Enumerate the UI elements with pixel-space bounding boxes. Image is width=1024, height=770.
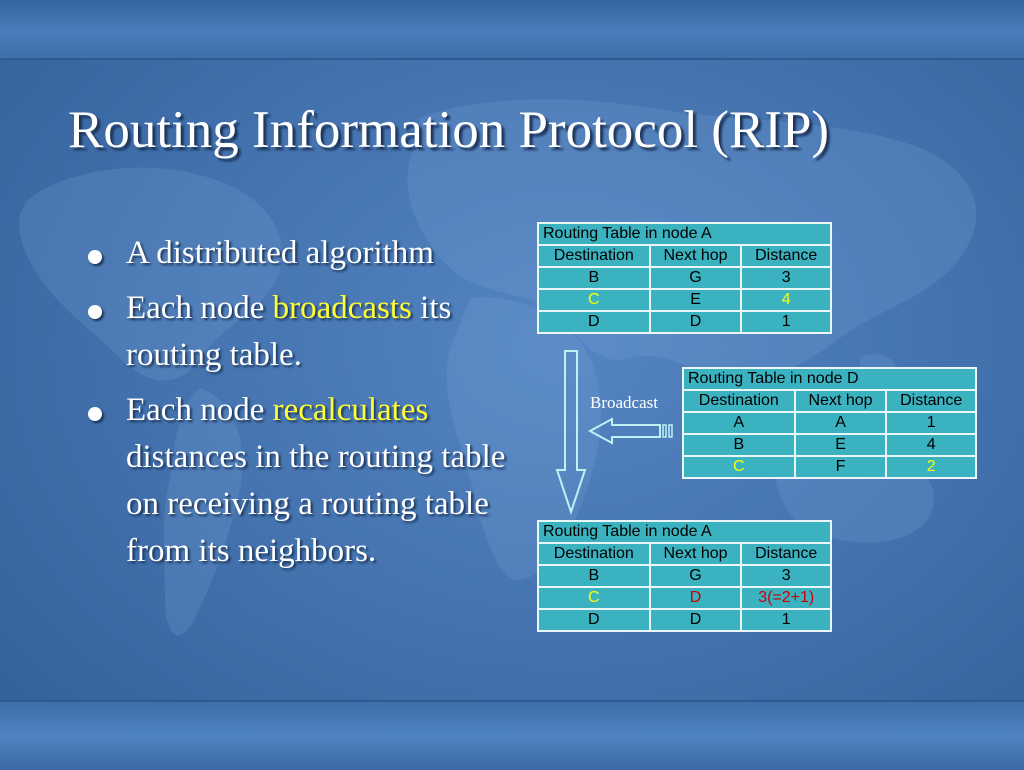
table-caption: Routing Table in node A (537, 222, 832, 246)
table-row: C D 3(=2+1) (537, 586, 832, 610)
header-cell: Distance (740, 244, 832, 268)
bullet-dot-icon (88, 305, 102, 319)
bullet-text: distances in the routing table on receiv… (126, 439, 506, 569)
table-cell: 1 (885, 411, 977, 435)
table-row: C E 4 (537, 288, 832, 312)
table-cell: G (648, 266, 743, 290)
bullet-list: A distributed algorithm Each node broadc… (86, 230, 526, 583)
table-cell: A (793, 411, 888, 435)
table-cell: D (648, 586, 743, 610)
header-cell: Next hop (648, 244, 743, 268)
table-cell: 4 (740, 288, 832, 312)
bullet-text: its routing table. (126, 290, 452, 373)
header-cell: Next hop (648, 542, 743, 566)
table-cell: C (537, 288, 651, 312)
table-cell: B (537, 266, 651, 290)
table-cell: 3 (740, 266, 832, 290)
header-cell: Destination (682, 389, 796, 413)
table-cell: B (537, 564, 651, 588)
bullet-text: A distributed algorithm (126, 235, 434, 271)
broadcast-label: Broadcast (590, 393, 658, 412)
header-cell: Destination (537, 244, 651, 268)
highlight-recalculates: recalculates (272, 392, 429, 428)
table-cell: B (682, 433, 796, 457)
bottom-band (0, 700, 1024, 770)
table-caption: Routing Table in node A (537, 520, 832, 544)
header-cell: Distance (885, 389, 977, 413)
bullet-text: Each node (126, 290, 273, 326)
table-cell: G (648, 564, 743, 588)
table-row: D D 1 (537, 310, 832, 334)
routing-table-node-a-before: Routing Table in node A Destination Next… (537, 222, 832, 334)
routing-table-node-a-after: Routing Table in node A Destination Next… (537, 520, 832, 632)
table-cell: 3(=2+1) (740, 586, 832, 610)
table-cell: F (793, 455, 888, 479)
table-cell: C (537, 586, 651, 610)
table-cell: C (682, 455, 796, 479)
header-cell: Next hop (793, 389, 888, 413)
slide-title: Routing Information Protocol (RIP) (68, 101, 830, 159)
table-header-row: Destination Next hop Distance (537, 244, 832, 268)
bullet-item: Each node broadcasts its routing table. (86, 285, 526, 379)
table-cell: D (648, 310, 743, 334)
table-cell: D (648, 608, 743, 632)
routing-table-node-d: Routing Table in node D Destination Next… (682, 367, 977, 479)
bullet-item: Each node recalculates distances in the … (86, 387, 526, 575)
table-cell: 2 (885, 455, 977, 479)
table-caption: Routing Table in node D (682, 367, 977, 391)
table-header-row: Destination Next hop Distance (682, 389, 977, 413)
table-cell: A (682, 411, 796, 435)
bullet-dot-icon (88, 250, 102, 264)
bullet-item: A distributed algorithm (86, 230, 526, 277)
table-row: A A 1 (682, 411, 977, 435)
table-header-row: Destination Next hop Distance (537, 542, 832, 566)
table-cell: D (537, 310, 651, 334)
table-row: D D 1 (537, 608, 832, 632)
table-cell: E (648, 288, 743, 312)
table-cell: 1 (740, 608, 832, 632)
header-cell: Destination (537, 542, 651, 566)
top-band (0, 0, 1024, 60)
table-row: B E 4 (682, 433, 977, 457)
table-cell: E (793, 433, 888, 457)
table-row: B G 3 (537, 564, 832, 588)
table-cell: 4 (885, 433, 977, 457)
table-row: B G 3 (537, 266, 832, 290)
table-cell: D (537, 608, 651, 632)
table-row: C F 2 (682, 455, 977, 479)
bullet-dot-icon (88, 407, 102, 421)
table-cell: 3 (740, 564, 832, 588)
table-cell: 1 (740, 310, 832, 334)
bullet-text: Each node (126, 392, 273, 428)
header-cell: Distance (740, 542, 832, 566)
highlight-broadcasts: broadcasts (272, 290, 412, 326)
